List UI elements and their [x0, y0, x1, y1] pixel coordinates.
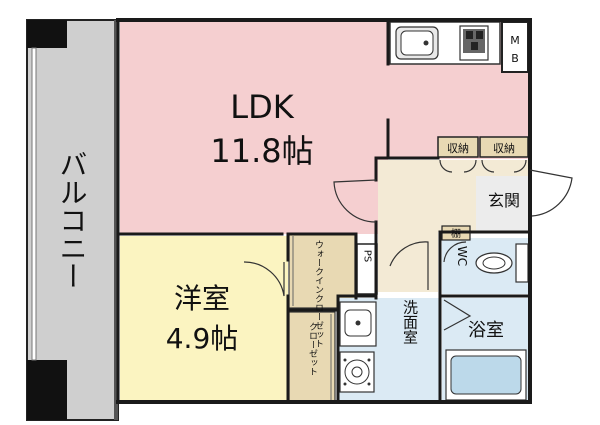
bathroom [442, 298, 530, 402]
hall [378, 160, 530, 292]
genkan-name: 玄関 [488, 191, 520, 210]
wash-name: 洗面室 [401, 300, 419, 345]
kitchen-counter [389, 21, 501, 65]
wc-name: WC [455, 246, 469, 266]
shelf-label: 棚 [451, 227, 461, 240]
shuno-storage [437, 136, 529, 158]
mb-label-b: B [511, 52, 519, 65]
balcony [26, 19, 119, 421]
washroom [338, 298, 440, 402]
western-name: 洋室 [174, 282, 230, 315]
walls [116, 18, 532, 404]
western-room [120, 236, 288, 402]
closet [288, 311, 336, 403]
closet-label: クローゼット [307, 322, 318, 376]
ldk-name: LDK [230, 88, 294, 126]
western-size: 4.9帖 [166, 322, 239, 355]
balcony-name: バルコニー [56, 150, 89, 290]
mb-box: M B [501, 21, 529, 73]
door-swings [243, 159, 573, 331]
ldk-size: 11.8帖 [210, 132, 313, 170]
shuno-right-label: 収納 [493, 142, 515, 155]
bath-name: 浴室 [468, 320, 504, 341]
mb-label-m: M [510, 34, 520, 47]
ps-label: PS [362, 250, 373, 262]
walkin-closet-label: ウォークインクローゼット [313, 240, 324, 348]
wc-room [441, 225, 530, 294]
shuno-left-label: 収納 [447, 142, 469, 155]
